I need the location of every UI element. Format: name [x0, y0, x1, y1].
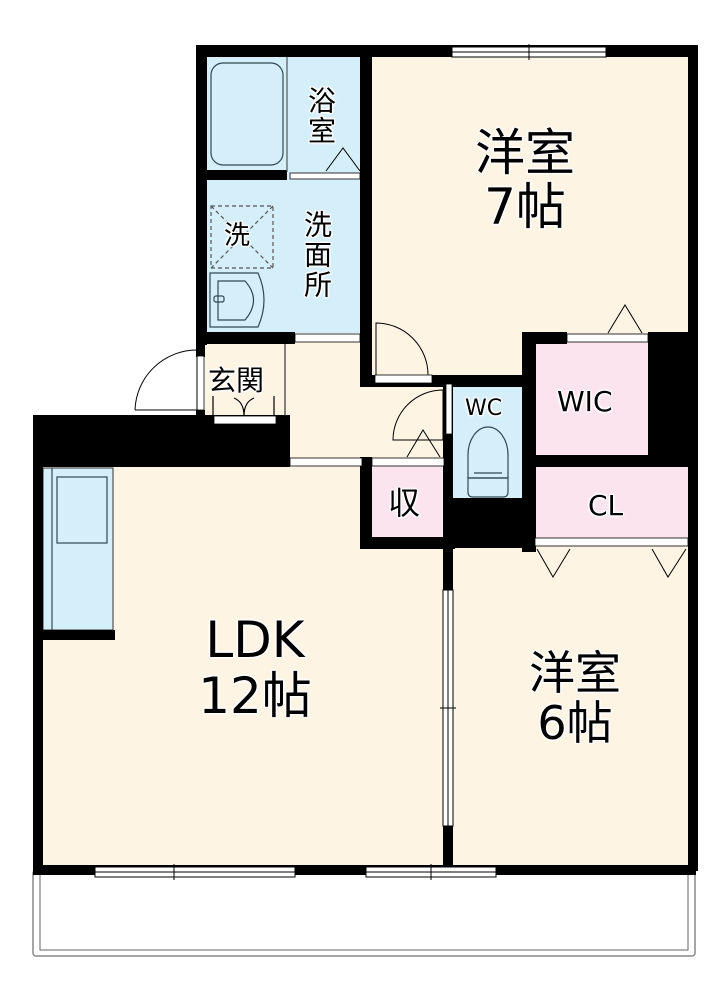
western-room-6-floor	[452, 545, 690, 868]
western-room-7-floor	[370, 55, 690, 335]
toilet-bowl	[467, 426, 509, 478]
bathtub	[210, 62, 284, 166]
storage-label: 収	[388, 484, 421, 522]
windows	[94, 44, 607, 880]
wic-label: WIC	[557, 385, 613, 418]
kitchen-sink	[56, 476, 108, 544]
storage-floor	[370, 462, 442, 537]
western-room-6-label: 洋室 6帖	[495, 650, 655, 746]
ldk-label: LDK 12帖	[170, 615, 340, 721]
door-openings	[196, 172, 689, 547]
fixtures	[51, 57, 509, 630]
closet-label: CL	[588, 489, 624, 522]
room-name: 洋室	[529, 646, 621, 700]
toilet-label: WC	[465, 396, 503, 421]
washing-machine-space	[210, 205, 274, 269]
room-name: LDK	[205, 611, 305, 669]
western-room-7-label: 洋室 7帖	[440, 128, 610, 232]
entrance-label: 玄関	[208, 364, 265, 397]
room-size: 7帖	[484, 178, 566, 236]
closet-floor	[535, 467, 690, 539]
room-name: 洋室	[475, 124, 575, 182]
washroom-label: 洗面所	[300, 210, 333, 300]
room-size: 12帖	[198, 667, 312, 725]
bathroom-label: 浴室	[304, 86, 337, 146]
balcony	[32, 869, 696, 957]
room-size: 6帖	[537, 696, 613, 750]
door-swings	[134, 147, 687, 578]
wic-floor	[535, 342, 648, 455]
washbasin	[209, 272, 265, 328]
washing-machine-label: 洗	[224, 221, 251, 251]
kitchen-counter	[42, 467, 114, 631]
